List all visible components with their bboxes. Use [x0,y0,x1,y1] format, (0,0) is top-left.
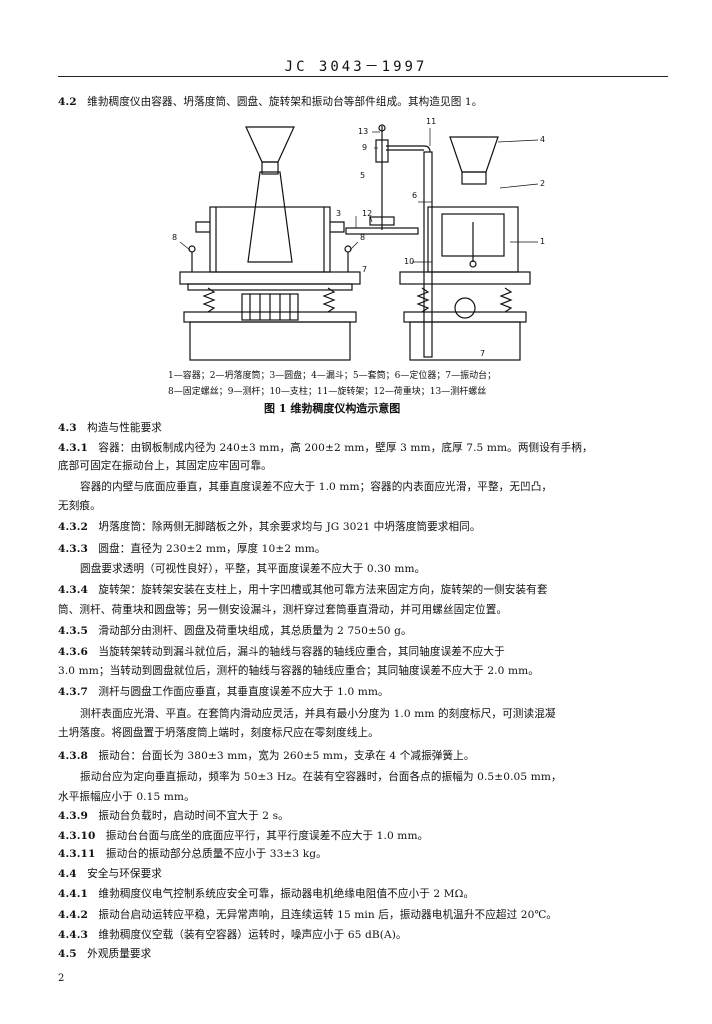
clause-text: 维勃稠度仪空载（装有空容器）运转时，噪声应小于 65 dB(A)。 [98,929,407,941]
clause-4-3-7-line-2: 测杆表面应光滑、平直。在套筒内滑动应灵活，并具有最小分度为 1.0 mm 的刻度… [80,708,556,720]
clause-4-3-1-line: 4.3.1 容器：由钢板制成内径为 240±3 mm，高 200±2 mm，壁厚… [58,441,593,455]
clause-4-3-7: 4.3.7 测杆与圆盘工作面应垂直，其垂直度误差不应大于 1.0 mm。 [58,685,389,699]
figure-label-13: 13 [358,127,368,136]
clause-text: 容器：由钢板制成内径为 240±3 mm，高 200±2 mm，壁厚 3 mm，… [98,442,593,454]
clause-number: 4.3.7 [58,686,88,698]
clause-4-3-4-line-2: 筒、测杆、荷重块和圆盘等；另一侧安设漏斗，测杆穿过套筒垂直滑动，并可用螺丝固定位… [58,604,508,616]
clause-4-3-4: 4.3.4 旋转架：旋转架安装在支柱上，用十字凹槽或其他可靠方法来固定方向，旋转… [58,583,548,597]
clause-4-3-9: 4.3.9 振动台负载时，启动时间不宜大于 2 s。 [58,809,289,823]
clause-4-3-5: 4.3.5 滑动部分由测杆、圆盘及荷重块组成，其总质量为 2 750±50 g。 [58,624,412,638]
clause-number: 4.3.5 [58,625,88,637]
clause-number: 4.3 [58,422,77,434]
clause-4-3-6-line-2: 3.0 mm；当转动到圆盘就位后，测杆的轴线与容器的轴线应重合；其同轴度误差不应… [58,665,539,677]
clause-text: 维勃稠度仪电气控制系统应安全可靠，振动器电机绝缘电阻值不应小于 2 MΩ。 [98,888,475,900]
clause-number: 4.3.9 [58,810,88,822]
running-header: JC 3043－1997 [284,59,428,75]
section-title: 构造与性能要求 [87,422,162,434]
section-title: 安全与环保要求 [87,868,162,880]
figure-label-8-left: 8 [172,233,177,242]
clause-text: 圆盘：直径为 230±2 mm，厚度 10±2 mm。 [98,543,326,555]
figure-label-2: 2 [540,179,545,188]
apparatus-figure: 13 9 11 5 6 4 2 3 12 1 10 8 8 7 7 [172,117,545,361]
clause-4-3-1-line-2: 底部可固定在振动台上，其固定应牢固可靠。 [58,460,272,472]
clause-number: 4.3.4 [58,584,88,596]
clause-number: 4.3.1 [58,442,88,454]
clause-text: 测杆与圆盘工作面应垂直，其垂直度误差不应大于 1.0 mm。 [98,686,389,698]
figure-label-10: 10 [404,257,414,266]
clause-text: 振动台的振动部分总质量不应小于 33±3 kg。 [105,848,327,860]
section-4-5: 4.5 外观质量要求 [58,947,151,961]
section-4-4: 4.4 安全与环保要求 [58,867,162,881]
figure-label-4: 4 [540,135,545,144]
clause-number: 4.3.6 [58,646,88,658]
clause-4-4-1: 4.4.1 维勃稠度仪电气控制系统应安全可靠，振动器电机绝缘电阻值不应小于 2 … [58,887,474,901]
clause-text: 滑动部分由测杆、圆盘及荷重块组成，其总质量为 2 750±50 g。 [98,625,412,637]
clause-4-3-8: 4.3.8 振动台：台面长为 380±3 mm，宽为 260±5 mm，支承在 … [58,749,475,763]
clause-4-3-2: 4.3.2 坍落度筒：除两侧无脚踏板之外，其余要求均与 JG 3021 中坍落度… [58,520,481,534]
clause-number: 4.5 [58,948,77,960]
clause-4-3-8-line-2: 振动台应为定向垂直振动，频率为 50±3 Hz。在装有空容器时，台面各点的振幅为… [80,771,562,783]
clause-number: 4.4.3 [58,929,88,941]
clause-text: 振动台启动运转应平稳，无异常声响，且连续运转 15 min 后，振动器电机温升不… [98,909,558,921]
figure-label-1: 1 [540,237,545,246]
clause-4-4-2: 4.4.2 振动台启动运转应平稳，无异常声响，且连续运转 15 min 后，振动… [58,908,557,922]
clause-number: 4.3.11 [58,848,96,860]
clause-4-4-3: 4.4.3 维勃稠度仪空载（装有空容器）运转时，噪声应小于 65 dB(A)。 [58,928,407,942]
clause-4-3-1-line-4: 无刻痕。 [58,500,101,512]
clause-number: 4.3.3 [58,543,88,555]
clause-4-3-11: 4.3.11 振动台的振动部分总质量不应小于 33±3 kg。 [58,847,327,861]
clause-4-3-8-line-3: 水平振幅应小于 0.15 mm。 [58,791,195,803]
clause-4-3-6: 4.3.6 当旋转架转动到漏斗就位后，漏斗的轴线与容器的轴线应重合，其同轴度误差… [58,645,505,659]
clause-4-3-7-line-3: 土坍落度。将圆盘置于坍落度筒上端时，刻度标尺应在零刻度线上。 [58,727,379,739]
section-4-3: 4.3 构造与性能要求 [58,421,162,435]
clause-4-3-3: 4.3.3 圆盘：直径为 230±2 mm，厚度 10±2 mm。 [58,542,326,556]
figure-label-7-left: 7 [362,265,367,274]
clause-number: 4.3.2 [58,521,88,533]
figure-label-6: 6 [412,191,417,200]
clause-4-3-1-line-3: 容器的内壁与底面应垂直，其垂直度误差不应大于 1.0 mm；容器的内表面应光滑，… [80,481,553,493]
figure-label-9: 9 [362,143,367,152]
clause-number: 4.4 [58,868,77,880]
clause-text: 振动台台面与底坐的底面应平行，其平行度误差不应大于 1.0 mm。 [105,830,429,842]
figure-label-11: 11 [426,117,436,126]
clause-number: 4.3.10 [58,830,96,842]
clause-text: 振动台：台面长为 380±3 mm，宽为 260±5 mm，支承在 4 个减振弹… [98,750,475,762]
figure-label-5: 5 [360,171,365,180]
figure-label-3: 3 [336,209,341,218]
figure-label-12: 12 [362,209,372,218]
clause-number: 4.4.1 [58,888,88,900]
section-title: 外观质量要求 [87,948,152,960]
clause-text: 旋转架：旋转架安装在支柱上，用十字凹槽或其他可靠方法来固定方向，旋转架的一侧安装… [98,584,548,596]
figure-label-8-right: 8 [360,233,365,242]
clause-text: 维勃稠度仪由容器、坍落度筒、圆盘、旋转架和振动台等部件组成。其构造见图 1。 [87,96,483,108]
section-4-2: 4.2 维勃稠度仪由容器、坍落度筒、圆盘、旋转架和振动台等部件组成。其构造见图 … [58,95,482,109]
clause-number: 4.3.8 [58,750,88,762]
clause-number: 4.4.2 [58,909,88,921]
figure-legend-line-1: 1—容器；2—坍落度筒；3—圆盘；4—漏斗；5—套筒；6—定位器；7—振动台； [168,371,497,381]
figure-legend-line-2: 8—固定螺丝；9—测杆；10—支柱；11—旋转架；12—荷重块；13—测杆螺丝 [168,387,487,397]
clause-text: 坍落度筒：除两侧无脚踏板之外，其余要求均与 JG 3021 中坍落度筒要求相同。 [98,521,481,533]
page-number: 2 [58,973,65,984]
clause-text: 当旋转架转动到漏斗就位后，漏斗的轴线与容器的轴线应重合，其同轴度误差不应大于 [98,646,505,658]
header-rule [58,76,668,77]
figure-label-7-right: 7 [480,349,485,358]
clause-4-3-3-line-2: 圆盘要求透明（可视性良好），平整，其平面度误差不应大于 0.30 mm。 [80,563,426,575]
clause-number: 4.2 [58,96,77,108]
clause-text: 振动台负载时，启动时间不宜大于 2 s。 [98,810,289,822]
clause-4-3-10: 4.3.10 振动台台面与底坐的底面应平行，其平行度误差不应大于 1.0 mm。 [58,829,428,843]
figure-title: 图 1 维勃稠度仪构造示意图 [264,402,401,415]
